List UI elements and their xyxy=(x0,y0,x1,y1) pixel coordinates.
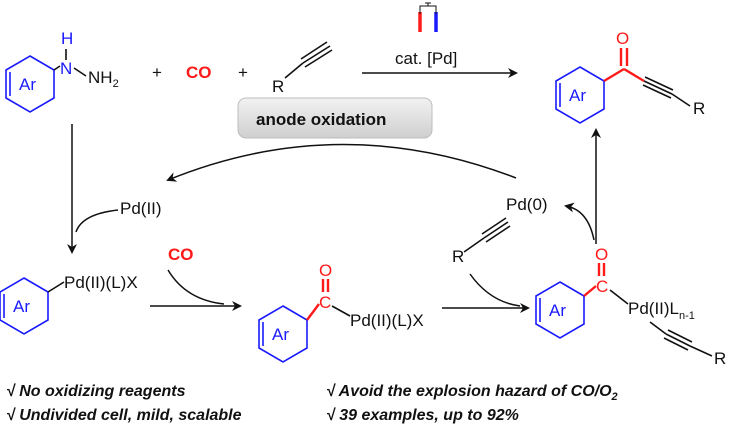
final-pd-label: Pd(II)Ln-1 xyxy=(628,299,695,322)
terminal-alkyne: R xyxy=(272,41,333,96)
pd0-label: Pd(0) xyxy=(506,195,548,214)
alkyne-r-label: R xyxy=(272,77,284,96)
aryl-pd-label: Pd(II)(L)X xyxy=(64,273,138,292)
pd2-merge-arrow xyxy=(75,209,119,233)
regeneration-arrow xyxy=(166,143,517,182)
alkyne-curve xyxy=(469,273,521,307)
acyl-oxygen: O xyxy=(319,261,332,280)
aryl-hydrazine: Ar H N NH2 xyxy=(5,29,119,113)
acyl-carbon: C xyxy=(319,293,331,312)
alkynyl-pd-ar-label: Ar xyxy=(549,301,566,320)
product-aryl-label: Ar xyxy=(569,86,586,105)
co-insertion-label: CO xyxy=(168,245,194,264)
product-oxygen: O xyxy=(616,29,629,48)
aryl-pd-intermediate: Ar Pd(II)(L)X xyxy=(0,273,138,335)
hydrazine-h: H xyxy=(61,29,73,48)
final-carbon: C xyxy=(596,277,608,296)
final-oxygen: O xyxy=(595,245,608,264)
product-r-label: R xyxy=(693,99,705,118)
pd2-label: Pd(II) xyxy=(120,199,162,218)
alkynyl-pd-intermediate: Ar C O Pd(II)Ln-1 R xyxy=(535,245,726,368)
aryl-label: Ar xyxy=(19,75,36,94)
co-reactant: CO xyxy=(186,63,212,82)
feature-no-explosion: √ Avoid the explosion hazard of CO/O2 xyxy=(326,383,618,403)
acyl-pd-label: Pd(II)(L)X xyxy=(350,311,424,330)
anode-oxidation-badge: anode oxidation xyxy=(237,97,433,139)
cycle-alkyne-r: R xyxy=(452,247,464,266)
final-r-label: R xyxy=(714,349,726,368)
catalyst-label: cat. [Pd] xyxy=(395,49,457,68)
ynone-product: Ar O R xyxy=(555,29,705,124)
hydrazine-nh2: NH2 xyxy=(88,68,119,90)
anode-oxidation-label: anode oxidation xyxy=(256,110,386,129)
feature-no-oxidant: √ No oxidizing reagents xyxy=(6,383,186,400)
electrode-icon xyxy=(418,2,438,32)
aryl-pd-ar-label: Ar xyxy=(13,297,30,316)
co-curve xyxy=(167,269,225,305)
plus-sign-1: + xyxy=(152,63,162,82)
hydrazine-n: N xyxy=(60,59,72,78)
feature-scope: √ 39 examples, up to 92% xyxy=(326,407,519,424)
pd0-release-arrow xyxy=(564,202,595,241)
feature-undivided-cell: √ Undivided cell, mild, scalable xyxy=(6,407,242,424)
acyl-pd-ar-label: Ar xyxy=(272,325,289,344)
acyl-pd-intermediate: Ar C O Pd(II)(L)X xyxy=(258,261,424,363)
plus-sign-2: + xyxy=(238,63,248,82)
